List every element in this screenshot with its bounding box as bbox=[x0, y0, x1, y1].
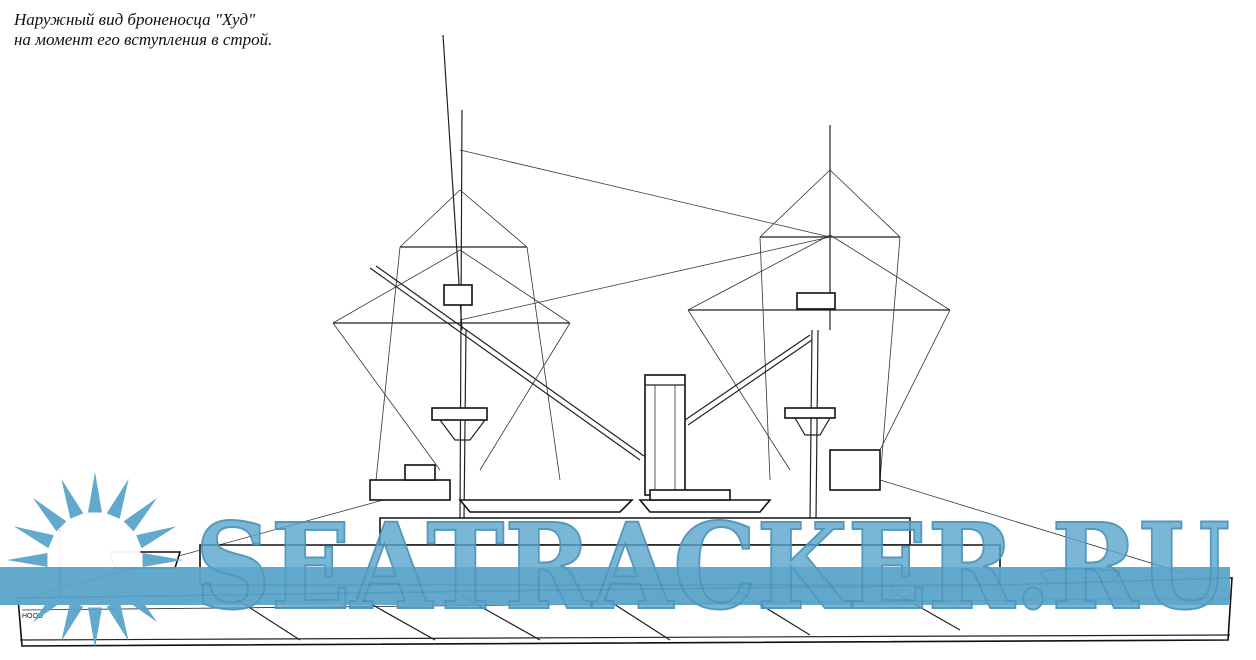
watermark-band bbox=[0, 567, 1230, 605]
fore-mast bbox=[333, 34, 570, 521]
drawing-caption: Наружный вид броненосца "Худ" на момент … bbox=[14, 10, 272, 50]
watermark: SEATRACKER.RU bbox=[0, 472, 1231, 648]
main-mast bbox=[688, 125, 950, 521]
sun-logo-icon bbox=[7, 472, 183, 648]
caption-line-2: на момент его вступления в строй. bbox=[14, 30, 273, 49]
funnel bbox=[644, 374, 686, 496]
derricks bbox=[369, 265, 813, 461]
caption-line-1: Наружный вид броненосца "Худ" bbox=[14, 10, 256, 29]
hull-name-label: HOOD bbox=[22, 613, 43, 620]
watermark-text: SEATRACKER.RU bbox=[195, 497, 1230, 636]
